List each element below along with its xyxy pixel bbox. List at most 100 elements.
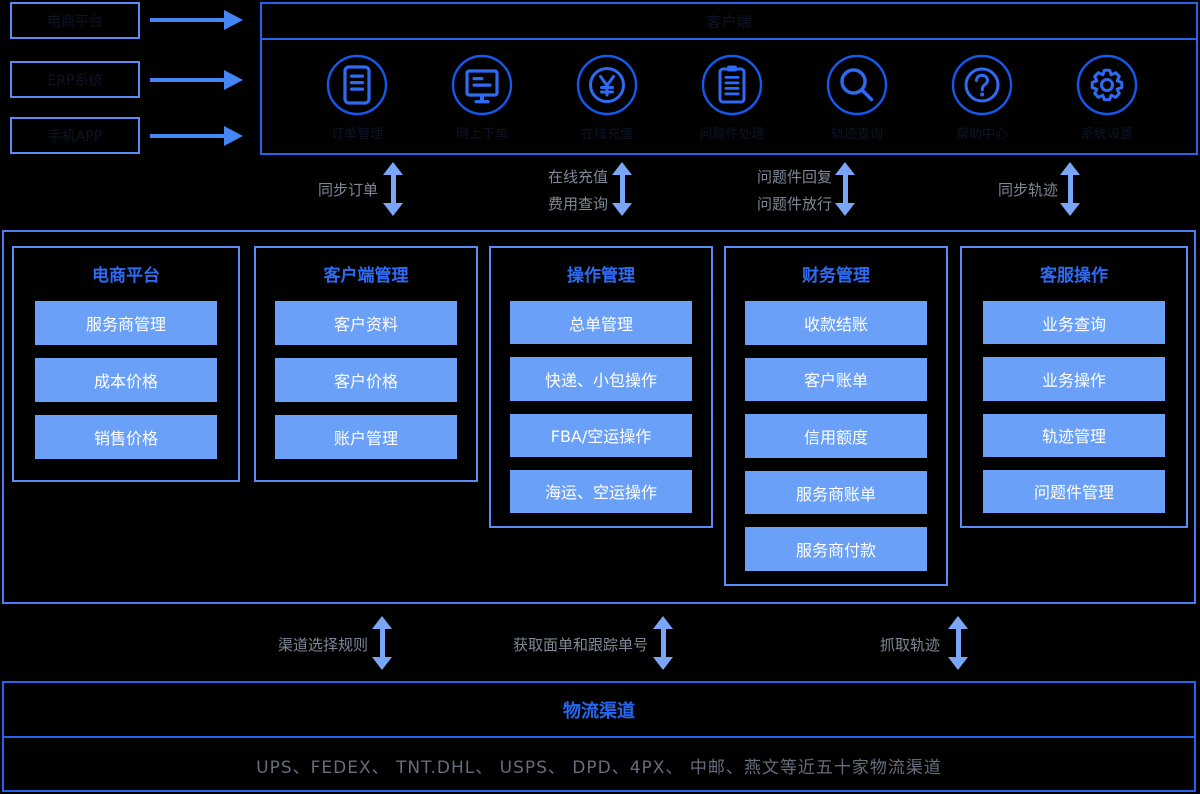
- module-label: 帮助中心: [955, 127, 1008, 142]
- client-module-orders: 订单管理: [302, 54, 412, 142]
- client-module-problem: 问题件处理: [677, 54, 787, 142]
- link-label-line: 费用查询: [547, 195, 608, 213]
- channel-rule-arrow: [372, 616, 392, 670]
- arrow-stem: [842, 175, 848, 203]
- source-label: 手机APP: [47, 128, 103, 145]
- item-button: 服务商账单: [745, 470, 927, 515]
- item-button: 轨迹管理: [983, 413, 1165, 457]
- item-button: 客户账单: [745, 357, 927, 402]
- sync-label-orders: 同步订单: [238, 177, 378, 204]
- logistics-channels-panel: 物流渠道 UPS、FEDEX、 TNT.DHL、 USPS、 DPD、4PX、 …: [2, 681, 1196, 792]
- flow-arrow-2: [150, 70, 244, 90]
- monitor-icon: [427, 54, 537, 116]
- arrow-stem: [660, 629, 666, 657]
- column-title: 财务管理: [802, 266, 870, 286]
- item-button: 问题件管理: [983, 469, 1165, 513]
- module-label: 在线充值: [580, 127, 633, 142]
- question-icon: [927, 54, 1037, 116]
- link-label-line: 同步轨迹: [997, 181, 1058, 199]
- module-label: 订单管理: [330, 127, 383, 142]
- yen-icon: [552, 54, 662, 116]
- arrow-up-icon: [1060, 162, 1080, 175]
- management-panel: [2, 230, 1196, 604]
- item-button: 快递、小包操作: [510, 357, 692, 401]
- arrow-grab-track: [948, 616, 968, 670]
- column-operations: 操作管理 总单管理 快递、小包操作 FBA/空运操作 海运、空运操作: [489, 246, 713, 528]
- source-box-3: 手机APP: [10, 117, 140, 154]
- client-panel-title: 客户端: [262, 4, 1196, 40]
- channels-list: UPS、FEDEX、 TNT.DHL、 USPS、 DPD、4PX、 中邮、燕文…: [256, 757, 942, 778]
- arrow-up-icon: [383, 162, 403, 175]
- arrow-up-icon: [948, 616, 968, 629]
- client-panel: 客户端 订单管理: [260, 2, 1198, 155]
- order-icon: [302, 54, 412, 116]
- link-label-line: 在线充值: [547, 168, 608, 186]
- flow-arrow-1: [150, 10, 244, 30]
- item-button: 收款结账: [745, 301, 927, 345]
- sync-arrow-orders: [383, 162, 403, 216]
- column-ecommerce: 电商平台 服务商管理 成本价格 销售价格: [12, 246, 240, 482]
- link-label-line: 渠道选择规则: [277, 636, 368, 654]
- arrow-down-icon: [948, 657, 968, 670]
- module-label: 问题件处理: [699, 127, 765, 142]
- client-module-recharge: 在线充值: [552, 54, 662, 142]
- channels-title: 物流渠道: [4, 683, 1194, 738]
- column-title: 电商平台: [92, 266, 160, 286]
- flow-arrow-3: [150, 126, 244, 146]
- arrow-head-icon: [224, 10, 243, 30]
- arrow-down-icon: [383, 203, 403, 216]
- source-label: 电商平台: [47, 13, 103, 30]
- item-button: FBA/空运操作: [510, 413, 692, 457]
- arrow-stem: [1067, 175, 1073, 203]
- link-label-line: 同步订单: [317, 181, 378, 199]
- source-label: ERP系统: [47, 72, 103, 89]
- column-customer-service: 客服操作 业务查询 业务操作 轨迹管理 问题件管理: [960, 246, 1188, 528]
- sync-label-problem: 问题件回复 问题件放行: [692, 164, 832, 218]
- arrow-down-icon: [372, 657, 392, 670]
- search-icon: [802, 54, 912, 116]
- arrow-up-icon: [372, 616, 392, 629]
- link-label-line: 抓取轨迹: [879, 636, 940, 654]
- arrow-down-icon: [612, 203, 632, 216]
- arrow-stem: [390, 175, 396, 203]
- arrow-head-icon: [224, 126, 243, 146]
- item-button: 客户资料: [275, 301, 457, 345]
- item-button: 服务商管理: [35, 301, 217, 345]
- column-title: 操作管理: [567, 266, 635, 286]
- source-box-2: ERP系统: [10, 61, 140, 98]
- item-button: 信用额度: [745, 414, 927, 458]
- source-box-1: 电商平台: [10, 2, 140, 39]
- item-button: 销售价格: [35, 415, 217, 459]
- arrow-stem: [379, 629, 385, 657]
- label-grab-track: 抓取轨迹: [800, 632, 940, 659]
- link-label-line: 问题件放行: [756, 195, 832, 213]
- item-button: 客户价格: [275, 358, 457, 402]
- item-button: 总单管理: [510, 301, 692, 345]
- arrow-up-icon: [653, 616, 673, 629]
- client-module-help: 帮助中心: [927, 54, 1037, 142]
- client-module-track-query: 轨迹查询: [802, 54, 912, 142]
- arrow-stem: [955, 629, 961, 657]
- item-button: 业务操作: [983, 357, 1165, 401]
- sync-label-recharge: 在线充值 费用查询: [468, 164, 608, 218]
- arrow-head-icon: [224, 70, 243, 90]
- item-button: 账户管理: [275, 415, 457, 459]
- clipboard-icon: [677, 54, 787, 116]
- column-finance: 财务管理 收款结账 客户账单 信用额度 服务商账单 服务商付款: [724, 246, 948, 586]
- arrow-down-icon: [1060, 203, 1080, 216]
- column-title: 客服操作: [1040, 266, 1108, 286]
- column-title: 客户端管理: [323, 266, 409, 286]
- arrow-shaft: [150, 18, 224, 22]
- link-label-line: 问题件回复: [756, 168, 832, 186]
- arrow-down-icon: [835, 203, 855, 216]
- sync-arrow-track: [1060, 162, 1080, 216]
- arrow-up-icon: [835, 162, 855, 175]
- client-module-settings: 系统设置: [1052, 54, 1162, 142]
- arrow-shaft: [150, 78, 224, 82]
- arrow-down-icon: [653, 657, 673, 670]
- item-button: 业务查询: [983, 301, 1165, 345]
- module-label: 轨迹查询: [830, 127, 883, 142]
- item-button: 成本价格: [35, 358, 217, 402]
- sync-arrow-problem: [835, 162, 855, 216]
